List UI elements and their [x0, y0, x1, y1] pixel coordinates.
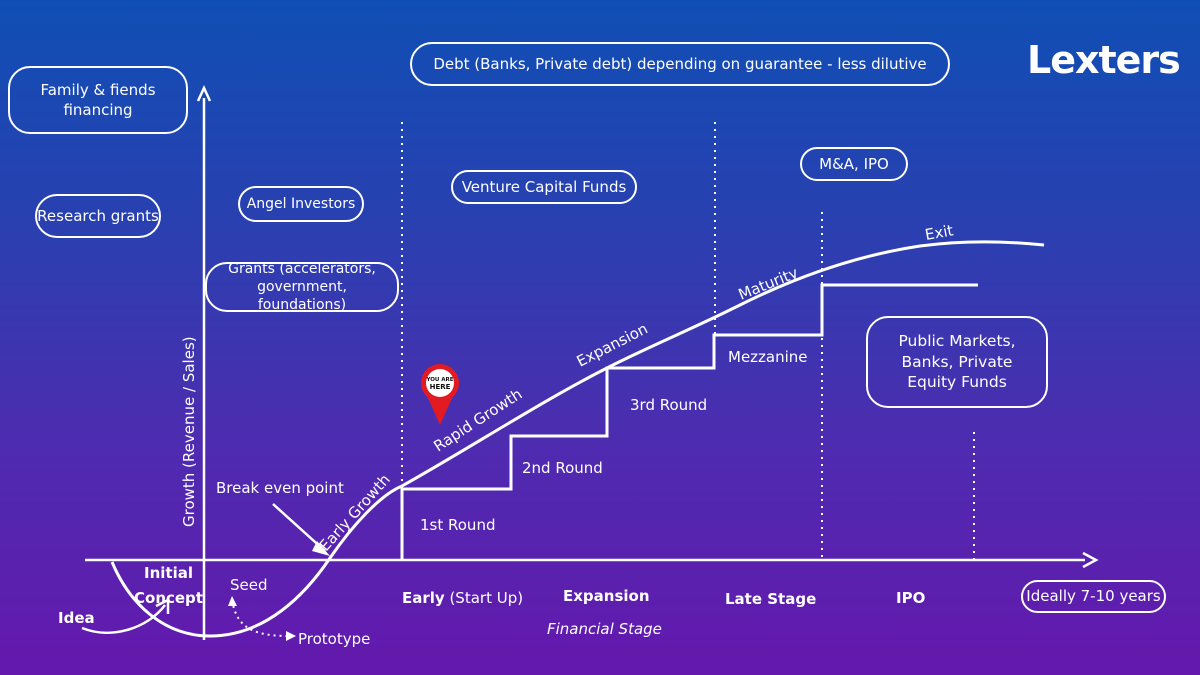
research-grants-box: Research grants [35, 194, 161, 238]
stage-initial: Initial [144, 564, 193, 582]
stage-early: Early (Start Up) [402, 589, 523, 607]
funding-rounds-steps [400, 283, 978, 560]
label-expansion-curve: Expansion [574, 319, 651, 370]
growth-curve [110, 240, 1045, 638]
debt-box: Debt (Banks, Private debt) depending on … [410, 42, 950, 86]
break-even-arrow-head [312, 541, 330, 556]
public-markets-box: Public Markets, Banks, Private Equity Fu… [866, 316, 1048, 408]
x-axis-arrow [1082, 551, 1099, 569]
stage-ipo: IPO [896, 589, 926, 607]
ma-ipo-box: M&A, IPO [800, 147, 908, 181]
stage-prototype: Prototype [298, 630, 371, 648]
marker-line2: HERE [430, 383, 451, 391]
ideally-years-box: Ideally 7-10 years [1021, 580, 1166, 613]
you-are-here-marker: YOU ARE HERE [421, 364, 459, 425]
angel-investors-box: Angel Investors [238, 186, 364, 222]
grants-box: Grants (accelerators, government, founda… [205, 261, 399, 313]
seed-arrow-head [228, 596, 237, 606]
label-break-even: Break even point [216, 479, 344, 497]
seed-prototype-arrow [231, 599, 289, 637]
label-exit: Exit [924, 221, 955, 244]
stage-late: Late Stage [725, 590, 817, 608]
stage-idea: Idea [58, 609, 95, 627]
family-financing-box: Family & fiends financing [8, 66, 188, 134]
vc-funds-box: Venture Capital Funds [451, 170, 637, 204]
financial-stage-caption: Financial Stage [547, 620, 662, 638]
label-1st-round: 1st Round [420, 516, 496, 534]
y-axis-label: Growth (Revenue / Sales) [180, 336, 198, 527]
y-axis-arrow [196, 85, 212, 102]
idea-arrow-head [155, 597, 170, 614]
label-2nd-round: 2nd Round [522, 459, 603, 477]
idea-arrow [81, 604, 167, 634]
stage-early-bold: Early [402, 589, 445, 607]
label-maturity: Maturity [736, 264, 801, 304]
marker-line1: YOU ARE [425, 377, 453, 383]
stage-expansion: Expansion [563, 587, 650, 605]
prototype-arrow-head [286, 631, 296, 641]
stage-early-rest: (Start Up) [444, 589, 524, 607]
lexters-logo: Lexters [1027, 38, 1181, 82]
label-3rd-round: 3rd Round [630, 396, 708, 414]
stage-concept: Concept [134, 589, 203, 607]
stage-seed: Seed [230, 576, 268, 594]
label-mezzanine: Mezzanine [728, 348, 808, 366]
